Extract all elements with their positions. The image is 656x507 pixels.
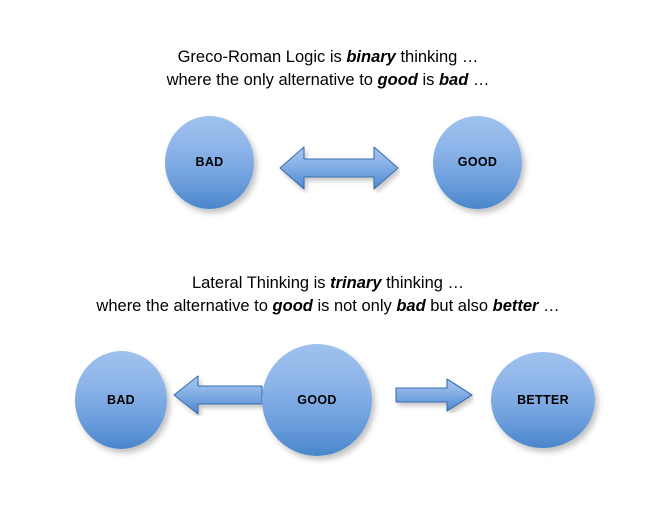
left-arrow-icon: [172, 374, 264, 416]
top-caption-line-1: Greco-Roman Logic is binary thinking …: [0, 46, 656, 69]
node-label: BETTER: [517, 392, 569, 407]
node-good-top: GOOD: [433, 116, 522, 209]
node-label: BAD: [195, 155, 224, 170]
node-good-bottom: GOOD: [262, 344, 372, 456]
text-fragment: is not only: [312, 297, 397, 315]
text-fragment: is: [417, 71, 439, 89]
emphasis-better: better: [492, 297, 539, 315]
top-caption: Greco-Roman Logic is binary thinking … w…: [0, 46, 656, 92]
text-fragment: thinking …: [381, 274, 465, 292]
text-fragment: Greco-Roman Logic is: [177, 48, 347, 66]
bottom-caption-line-2: where the alternative to good is not onl…: [0, 295, 656, 318]
emphasis-trinary: trinary: [330, 274, 382, 292]
text-fragment: Lateral Thinking is: [191, 274, 331, 292]
node-better-bottom: BETTER: [491, 352, 595, 448]
text-fragment: but also: [425, 297, 493, 315]
node-label: GOOD: [457, 155, 498, 170]
text-fragment: where the alternative to: [96, 297, 273, 315]
node-label: BAD: [107, 392, 135, 407]
top-caption-line-2: where the only alternative to good is ba…: [0, 69, 656, 92]
emphasis-good: good: [272, 297, 313, 315]
double-headed-arrow-icon: [278, 143, 400, 193]
text-fragment: …: [538, 297, 560, 315]
emphasis-bad: bad: [438, 71, 469, 89]
node-bad-top: BAD: [165, 116, 254, 209]
bottom-caption-line-1: Lateral Thinking is trinary thinking …: [0, 272, 656, 295]
text-fragment: where the only alternative to: [166, 71, 378, 89]
emphasis-bad: bad: [396, 297, 426, 315]
node-bad-bottom: BAD: [75, 351, 167, 449]
emphasis-binary: binary: [346, 48, 396, 66]
emphasis-good: good: [377, 71, 418, 89]
right-arrow-icon: [395, 377, 474, 413]
text-fragment: thinking …: [395, 48, 479, 66]
text-fragment: …: [468, 71, 490, 89]
node-label: GOOD: [297, 392, 337, 407]
bottom-caption: Lateral Thinking is trinary thinking … w…: [0, 272, 656, 318]
